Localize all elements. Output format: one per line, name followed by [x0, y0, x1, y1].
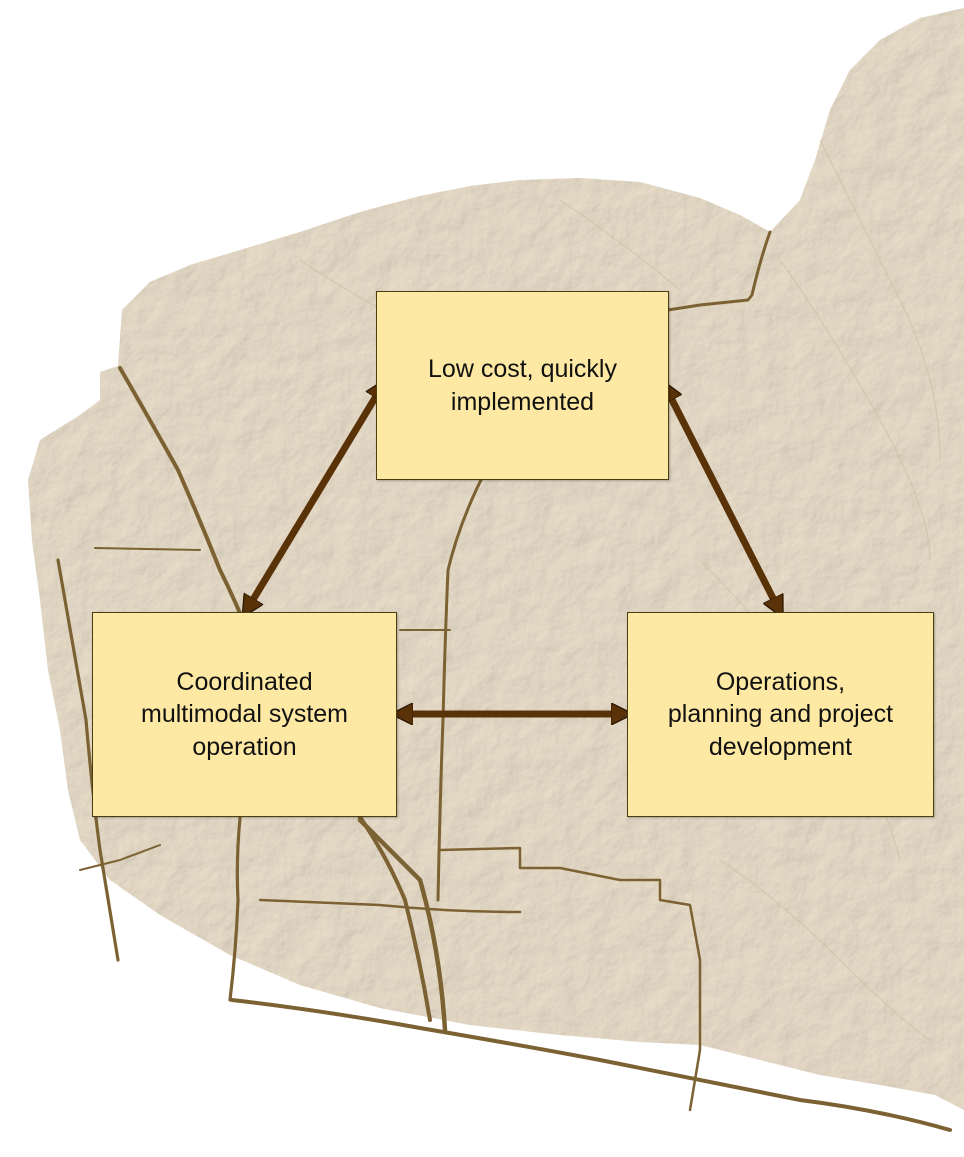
node-operations-line1: Operations, [715, 667, 846, 696]
node-low-cost-line2: implemented [450, 387, 595, 416]
node-coordinated-operation: Coordinated multimodal system operation [92, 612, 397, 817]
node-coordinated-line2: multimodal system [141, 700, 348, 729]
node-coordinated-line1: Coordinated [176, 667, 313, 696]
node-operations-line3: development [708, 732, 853, 761]
node-coordinated-text: Coordinated multimodal system operation [125, 666, 364, 764]
node-operations-text: Operations, planning and project develop… [652, 666, 909, 764]
node-low-cost: Low cost, quickly implemented [376, 291, 669, 480]
node-low-cost-text: Low cost, quickly implemented [412, 353, 633, 418]
node-operations-planning: Operations, planning and project develop… [627, 612, 934, 817]
node-operations-line2: planning and project [667, 700, 894, 729]
roads [56, 230, 952, 1132]
node-coordinated-line3: operation [192, 732, 297, 761]
node-low-cost-line1: Low cost, quickly [428, 355, 617, 383]
